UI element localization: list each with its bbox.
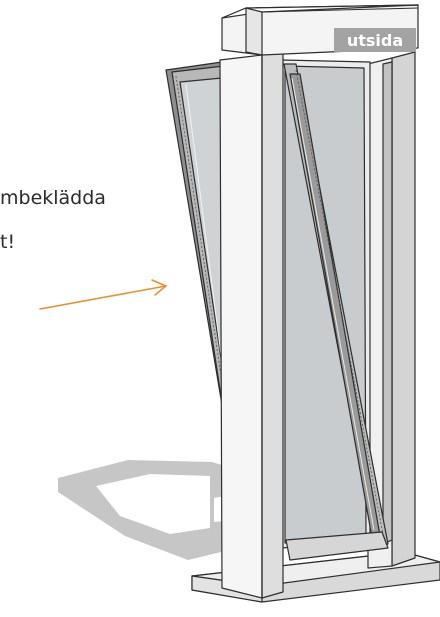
outside-label-text: utsida bbox=[347, 31, 403, 50]
caption-line-2: t! bbox=[0, 231, 15, 253]
floor-shadow bbox=[58, 460, 238, 560]
callout-arrow bbox=[40, 280, 166, 309]
callout-arrow-line bbox=[40, 286, 166, 309]
frame-left-column bbox=[220, 52, 283, 598]
outside-label-badge: utsida bbox=[334, 28, 416, 52]
caption-line-1: mbeklädda bbox=[0, 187, 106, 209]
